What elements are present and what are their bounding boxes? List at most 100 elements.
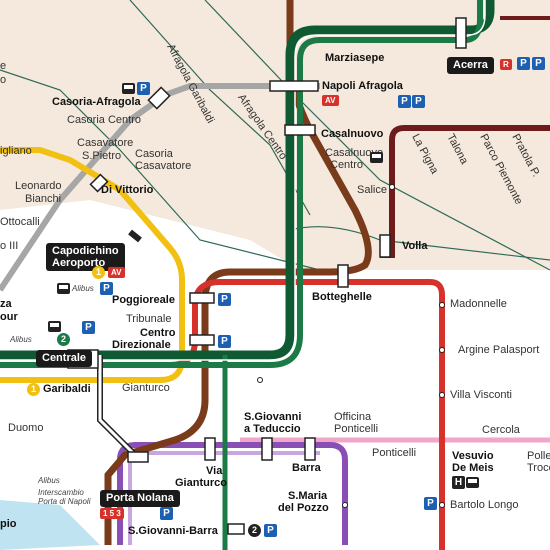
acerra-parking-icon-2: P (517, 57, 530, 70)
label-casalnuovo-centro-1: Casalnuovo (325, 147, 384, 159)
green-line-outer (0, 0, 495, 360)
label-sgiovanni-teduccio-1: S.Giovanni (244, 411, 302, 423)
station-sgiovanni-teduccio[interactable] (261, 437, 273, 461)
station-di-vittorio[interactable] (89, 173, 109, 193)
casalnuovo-bus-icon (370, 152, 383, 163)
station-volla[interactable] (379, 234, 391, 258)
station-centro-direzionale[interactable] (189, 334, 215, 346)
station-poggioreale[interactable] (189, 292, 215, 304)
dot-smaria[interactable] (342, 502, 348, 508)
dot-argine[interactable] (439, 347, 445, 353)
acerra-train-icon: R (500, 59, 512, 70)
label-ottocalli: Ottocalli (0, 216, 40, 228)
poggioreale-parking-icon: P (218, 293, 231, 306)
casoria-bus-icon (122, 83, 135, 94)
napoli-afragola-parking-icon-2: P (412, 95, 425, 108)
label-casoria-afragola: Casoria-Afragola (52, 96, 141, 108)
label-centro-direzionale-1: Centro (140, 327, 176, 339)
yellow-line (0, 147, 185, 383)
dot-salice[interactable] (389, 184, 395, 190)
label-smaria-pozzo-1: S.Maria (288, 490, 328, 502)
station-marziasepe[interactable] (455, 17, 467, 49)
label-di-vittorio: Di Vittorio (101, 184, 154, 196)
label-alibus-1: Alibus (72, 284, 94, 293)
link-dv (128, 229, 142, 243)
label-interscambio-2: Porta di Napoli (38, 497, 91, 506)
label-garibaldi: Garibaldi (43, 383, 91, 395)
vesuvio-bus-icon (466, 477, 479, 488)
garibaldi-metro1-icon: 1 (27, 383, 40, 396)
label-sgiovanni-barra: S.Giovanni-Barra (128, 525, 218, 537)
label-cercola: Cercola (482, 424, 520, 436)
label-capodichino: Capodichino Aeroporto (46, 243, 125, 271)
napoli-afragola-parking-icon: P (398, 95, 411, 108)
casoria-parking-icon: P (137, 82, 150, 95)
label-leonardo-bianchi-1: Leonardo (15, 180, 62, 192)
label-casoria-centro: Casoria Centro (67, 114, 141, 126)
label-casavatore-spietro-1: Casavatore (77, 137, 134, 149)
station-barra[interactable] (304, 437, 316, 461)
label-o-top: o (0, 74, 7, 86)
label-alibus-2: Alibus (10, 335, 32, 344)
station-casoria-afragola[interactable] (147, 86, 171, 110)
capodichino-bus-icon (57, 283, 70, 294)
label-poggioreale: Poggioreale (112, 294, 175, 306)
label-porta-nolana: Porta Nolana (100, 490, 180, 507)
label-gianturco: Gianturco (122, 382, 170, 394)
label-officina-ponticelli-1: Officina (334, 411, 372, 423)
label-officina-ponticelli-2: Ponticelli (334, 423, 379, 435)
station-botteghelle[interactable] (337, 264, 349, 288)
label-ponticelli: Ponticelli (372, 447, 417, 459)
label-argine-palasport: Argine Palasport (458, 344, 540, 356)
label-vesuvio-demeis-1: Vesuvio (452, 450, 494, 462)
label-casoria-casavatore-2: Casavatore (135, 160, 192, 172)
dot-madonnelle[interactable] (439, 302, 445, 308)
sgiovanni-barra-parking-icon: P (264, 524, 277, 537)
centrale-bus-icon (48, 321, 61, 332)
station-casalnuovo[interactable] (284, 124, 316, 136)
bartolo-parking-icon: P (424, 497, 437, 510)
label-casalnuovo-centro-2: Centro (330, 159, 364, 171)
zone-north (0, 0, 550, 260)
label-o-iii: o III (0, 240, 19, 252)
label-napoli-afragola: Napoli Afragola (322, 80, 403, 92)
label-botteghelle: Botteghelle (312, 291, 372, 303)
porta-nolana-train-icons: 1 5 3 (100, 508, 124, 519)
capodichino-train-icon: AV (108, 267, 125, 278)
label-centrale: Centrale (36, 350, 93, 367)
label-madonnelle: Madonnelle (450, 298, 507, 310)
label-via-gianturco-1: Via (206, 465, 223, 477)
label-za: za (0, 298, 12, 310)
capodichino-line2: Aeroporto (52, 257, 106, 269)
capodichino-line1: Capodichino (52, 245, 119, 257)
dot-villa-visconti[interactable] (439, 392, 445, 398)
label-villa-visconti: Villa Visconti (450, 389, 512, 401)
label-via-gianturco-2: Gianturco (175, 477, 227, 489)
label-interscambio-1: Interscambio (38, 488, 84, 497)
link-centrale-inner (98, 355, 142, 462)
label-centro-direzionale-2: Direzionale (112, 339, 171, 351)
station-porta-nolana[interactable] (127, 451, 149, 463)
label-vesuvio-demeis-2: De Meis (452, 462, 494, 474)
thin-line-3 (0, 69, 321, 271)
dot-bartolo-longo[interactable] (439, 502, 445, 508)
darkred-line (380, 125, 550, 258)
station-via-gianturco[interactable] (204, 437, 216, 461)
dot-gianturco[interactable] (257, 377, 263, 383)
thin-line-1 (204, 0, 550, 271)
label-acerra: Acerra (447, 57, 494, 74)
purple-line (117, 442, 348, 545)
porta-nolana-parking-icon: P (160, 507, 173, 520)
label-casalnuovo: Casalnuovo (321, 128, 384, 140)
label-pio: pio (0, 518, 17, 530)
label-salice: Salice (357, 184, 387, 196)
label-barra: Barra (292, 462, 321, 474)
station-napoli-afragola[interactable] (269, 80, 319, 92)
centro-dir-parking-icon: P (218, 335, 231, 348)
label-igliano: igliano (0, 145, 32, 157)
label-smaria-pozzo-2: del Pozzo (278, 502, 329, 514)
station-sgiovanni-barra[interactable] (227, 523, 245, 535)
acerra-parking-icon: P (532, 57, 545, 70)
